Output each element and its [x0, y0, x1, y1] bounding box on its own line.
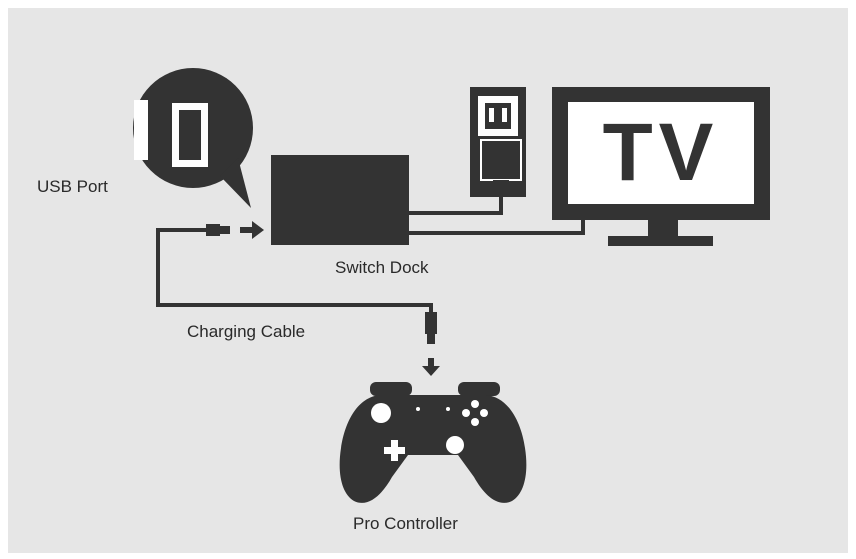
hdmi-cable [409, 220, 585, 235]
controller-icon [339, 382, 527, 503]
diagram-panel: TV [8, 8, 848, 553]
usb-connector-icon [206, 224, 230, 236]
tv-label: TV [603, 107, 720, 198]
charging-cable-label: Charging Cable [187, 322, 306, 341]
power-plug-icon [480, 139, 522, 194]
pro-controller-label: Pro Controller [353, 514, 458, 533]
usb-port-label: USB Port [37, 177, 108, 196]
usb-port-callout-icon [133, 68, 253, 208]
arrow-right-icon [240, 221, 264, 239]
switch-dock-label: Switch Dock [335, 258, 429, 277]
dock-icon [271, 155, 409, 245]
usb-c-connector-icon [425, 312, 437, 344]
tv-icon [552, 87, 770, 246]
arrow-down-icon [422, 358, 440, 376]
power-cable [409, 193, 503, 215]
charging-cable [156, 228, 433, 314]
